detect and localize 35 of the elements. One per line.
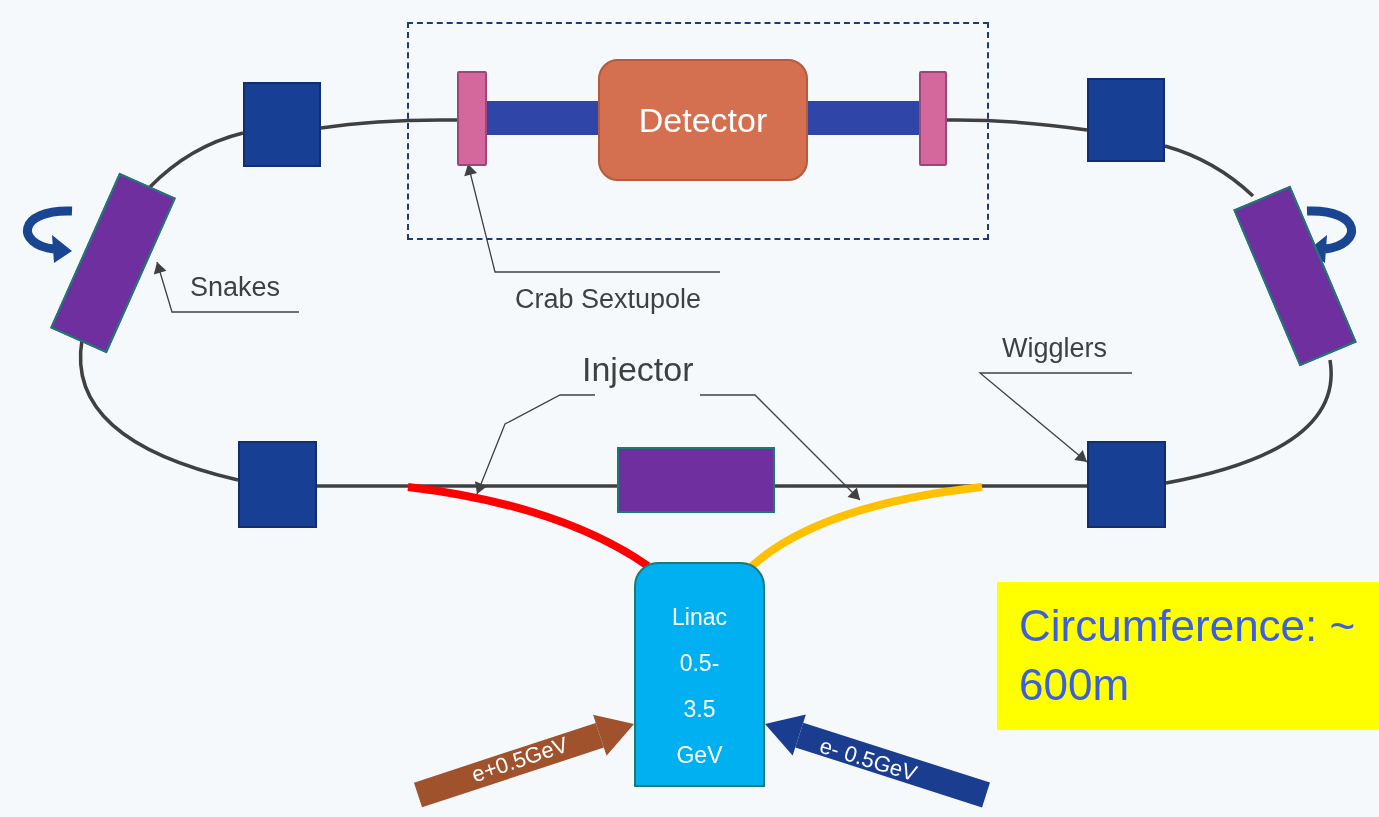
callout-label: Injector	[582, 350, 722, 395]
beam-arrow	[765, 714, 990, 808]
magnet-block	[1087, 441, 1166, 528]
magnet-block	[243, 82, 321, 167]
beam-arrow	[413, 714, 634, 808]
magnet-block	[1087, 78, 1165, 162]
beam-line	[1164, 144, 1255, 198]
detector-box: Detector	[598, 59, 808, 181]
beam-pipe	[806, 101, 919, 135]
linac-box: Linac 0.5- 3.5 GeV	[634, 562, 765, 787]
leader-line	[474, 394, 596, 495]
beam-line	[78, 339, 239, 482]
beam-line	[148, 131, 244, 189]
leader-line	[153, 261, 300, 313]
beam-line	[317, 484, 617, 488]
beamline-element	[617, 447, 775, 513]
callout-label: Snakes	[190, 272, 302, 312]
transfer-line	[749, 483, 983, 570]
beam-line	[945, 118, 1088, 132]
transfer-line	[407, 483, 651, 570]
magnet-block	[238, 441, 317, 528]
leader-line	[978, 372, 1133, 463]
beam-line	[775, 484, 1087, 488]
crab-sextupole-magnet	[457, 71, 487, 166]
beam-line	[1165, 359, 1333, 485]
beam-line	[320, 118, 457, 130]
crab-sextupole-magnet	[919, 71, 947, 166]
interaction-region-frame	[407, 22, 989, 240]
callout-label: Crab Sextupole	[515, 272, 750, 322]
leader-line	[699, 394, 861, 501]
leader-line	[464, 163, 721, 273]
beam-pipe	[485, 101, 598, 135]
callout-label: Wigglers	[1002, 333, 1137, 373]
edge-label: e- 0.5GeV	[816, 732, 920, 788]
note-box: Circumference: ~ 600m	[997, 582, 1379, 730]
